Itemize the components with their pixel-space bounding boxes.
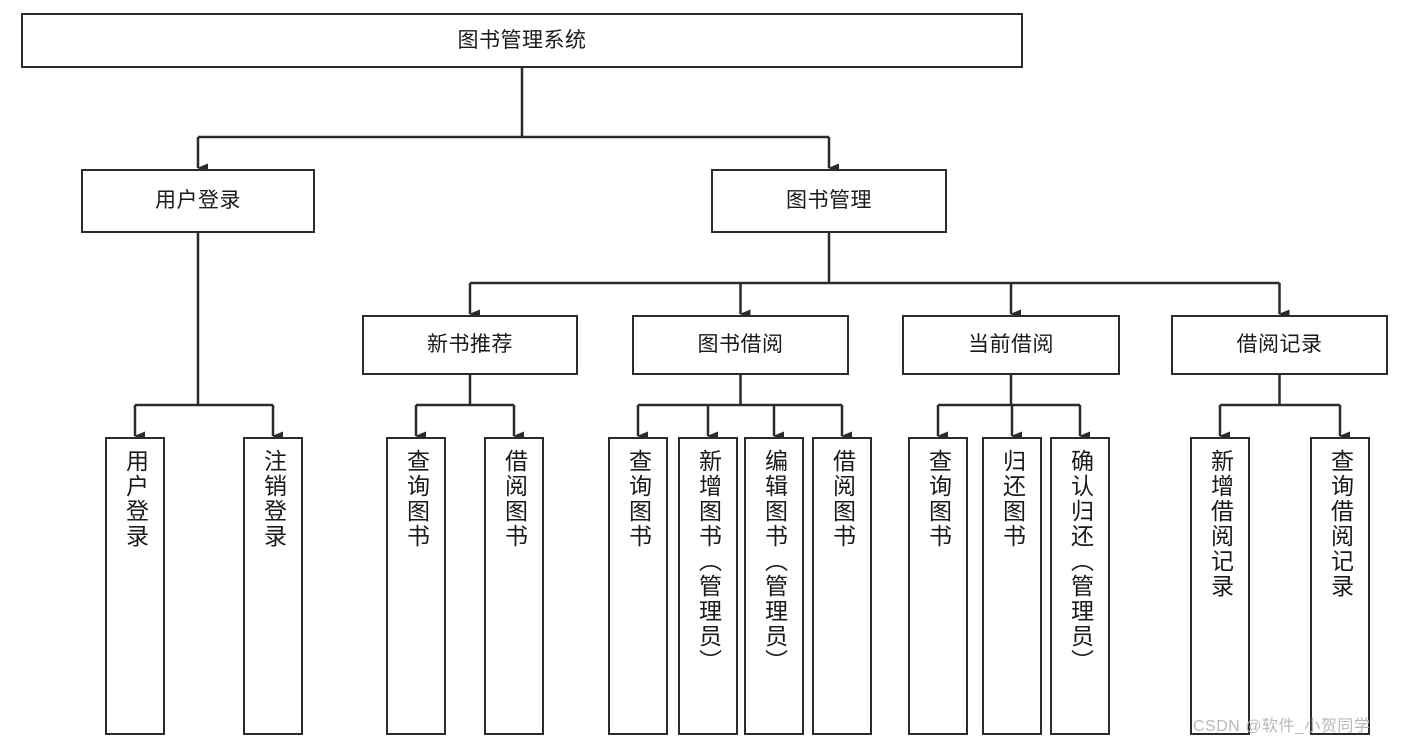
node-l-b-edit[interactable]: 编辑图书（管理员） [744, 437, 804, 735]
node-label: 查询借阅记录 [1327, 449, 1354, 599]
node-l-b-borrow[interactable]: 借阅图书 [812, 437, 872, 735]
node-label: 确认归还（管理员） [1067, 449, 1094, 674]
node-label: 查询图书 [925, 449, 952, 549]
node-label: 借阅图书 [501, 449, 528, 549]
node-records[interactable]: 借阅记录 [1171, 315, 1388, 375]
node-label: 图书管理系统 [457, 28, 587, 52]
node-label: 归还图书 [999, 449, 1026, 549]
node-l-c-query[interactable]: 查询图书 [908, 437, 968, 735]
node-label: 编辑图书（管理员） [761, 449, 788, 674]
node-l-nb-query[interactable]: 查询图书 [386, 437, 446, 735]
edge-layer [133, 68, 1350, 441]
node-l-c-return[interactable]: 归还图书 [982, 437, 1042, 735]
node-current[interactable]: 当前借阅 [902, 315, 1120, 375]
node-label: 当前借阅 [968, 333, 1054, 357]
node-l-nb-borrow[interactable]: 借阅图书 [484, 437, 544, 735]
node-l-login[interactable]: 用户登录 [105, 437, 165, 735]
node-borrow[interactable]: 图书借阅 [632, 315, 849, 375]
node-l-c-confirm[interactable]: 确认归还（管理员） [1050, 437, 1110, 735]
node-label: 用户登录 [122, 449, 149, 549]
node-label: 借阅图书 [829, 449, 856, 549]
watermark-credit: CSDN @软件_小贺同学 [1193, 718, 1371, 735]
node-l-r-query[interactable]: 查询借阅记录 [1310, 437, 1370, 735]
node-label: 新增图书（管理员） [695, 449, 722, 674]
node-newbook[interactable]: 新书推荐 [362, 315, 578, 375]
node-l-logout[interactable]: 注销登录 [243, 437, 303, 735]
node-label: 图书借阅 [697, 333, 784, 357]
node-label: 图书管理 [786, 189, 872, 213]
node-l-r-add[interactable]: 新增借阅记录 [1190, 437, 1250, 735]
node-label: 查询图书 [403, 449, 430, 549]
node-label: 查询图书 [625, 449, 652, 549]
node-root[interactable]: 图书管理系统 [21, 13, 1023, 68]
node-bookmgmt[interactable]: 图书管理 [711, 169, 947, 233]
node-label: 用户登录 [155, 189, 241, 213]
node-label: 新书推荐 [427, 333, 513, 357]
node-l-b-query[interactable]: 查询图书 [608, 437, 668, 735]
node-label: 新增借阅记录 [1207, 449, 1234, 599]
node-login[interactable]: 用户登录 [81, 169, 315, 233]
node-l-b-add[interactable]: 新增图书（管理员） [678, 437, 738, 735]
node-label: 注销登录 [260, 449, 287, 549]
node-label: 借阅记录 [1236, 333, 1323, 357]
